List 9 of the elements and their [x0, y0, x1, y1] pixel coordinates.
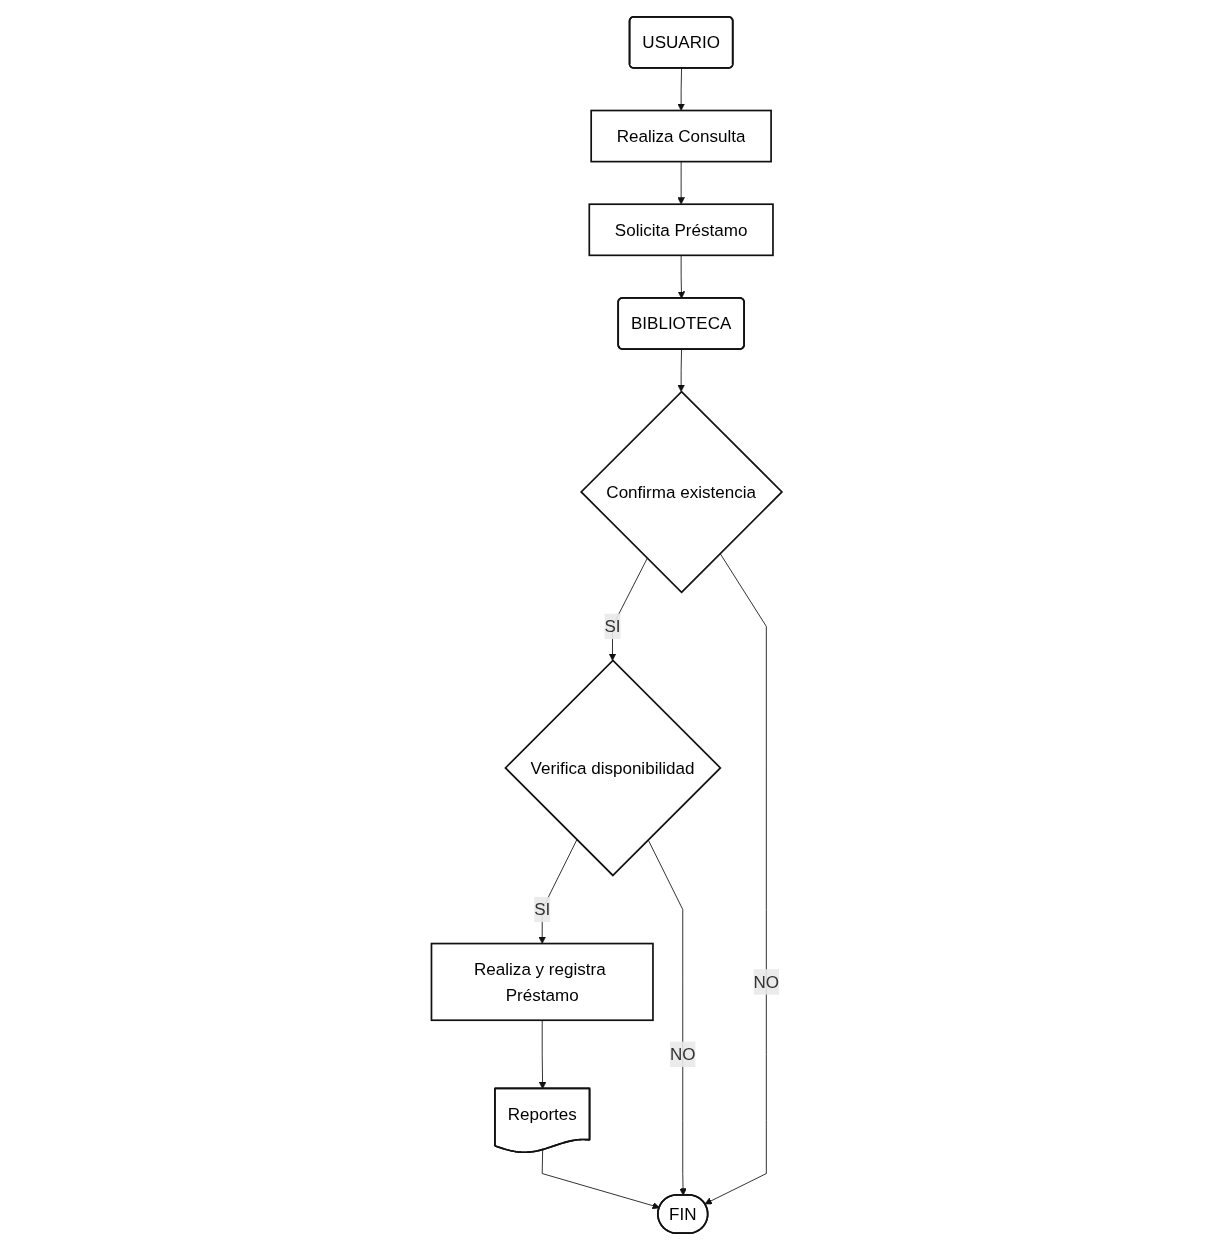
- edge-label: NO: [753, 972, 779, 992]
- edge-label: SI: [533, 900, 551, 919]
- node-diamond: Verifica disponibilidad: [504, 659, 722, 877]
- node-box: Solicita Préstamo: [588, 203, 774, 257]
- edge-label: NO: [669, 1044, 696, 1064]
- node-box: Realiza Consulta: [590, 109, 772, 163]
- node-diamond: Confirma existencia: [579, 390, 783, 594]
- node-box: Realiza y registra Préstamo: [430, 942, 654, 1022]
- edge-label: SI: [604, 617, 621, 636]
